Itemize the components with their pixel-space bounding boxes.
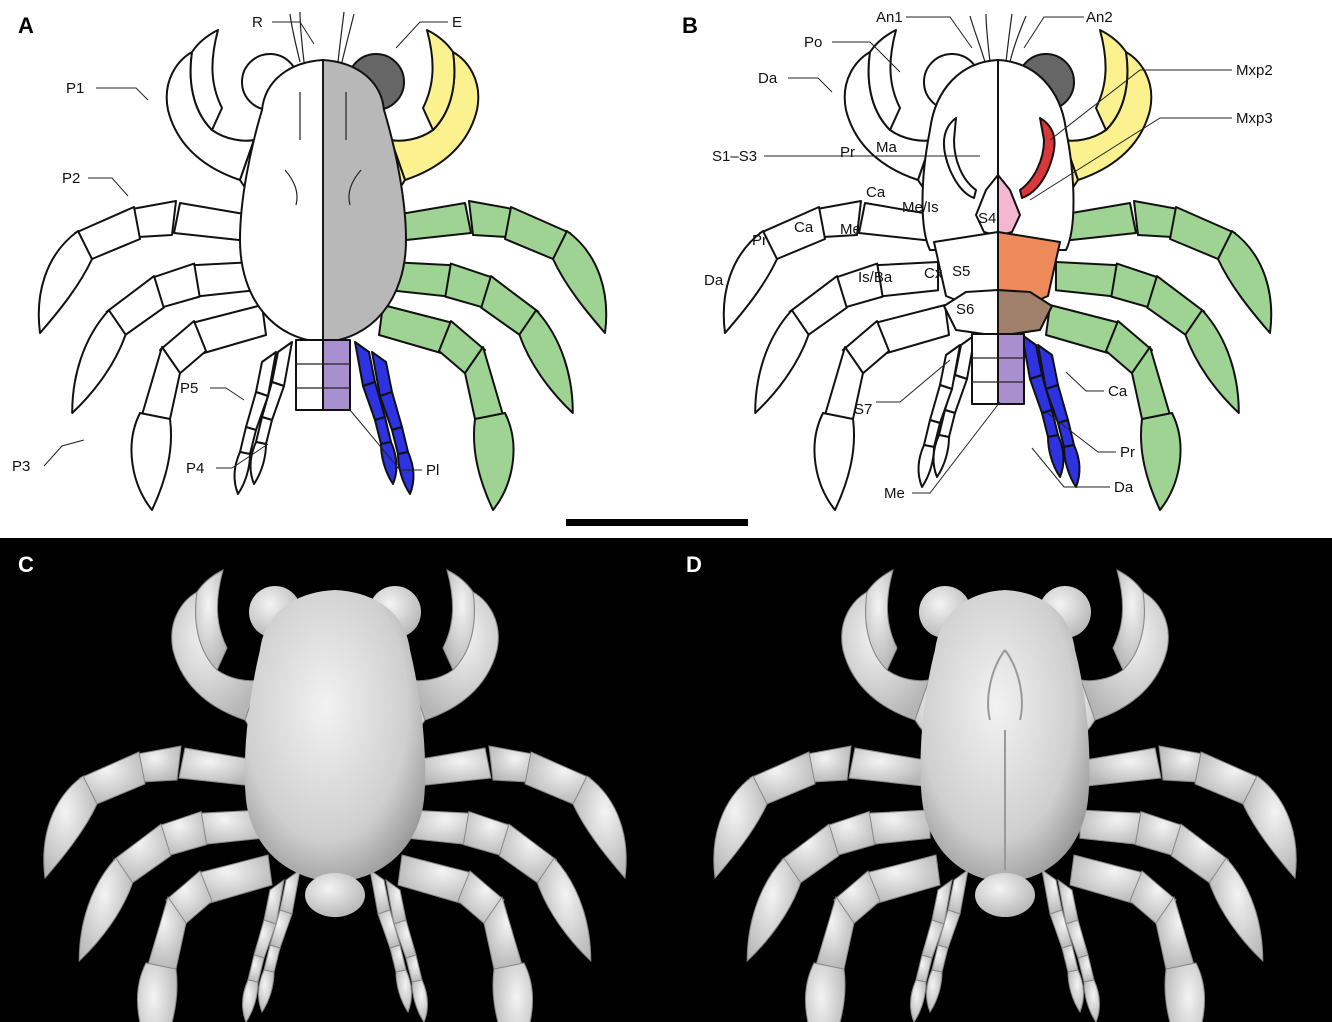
label-p2: P2: [62, 170, 80, 187]
render-pleon-d: [975, 873, 1035, 917]
label-p1: P1: [66, 80, 84, 97]
panel-b: B: [682, 9, 1273, 510]
label-is-ba: Is/Ba: [858, 269, 893, 286]
label-mxp3: Mxp3: [1236, 110, 1273, 127]
label-ma: Ma: [876, 139, 897, 156]
label-an2: An2: [1086, 9, 1113, 26]
pleon: [296, 340, 350, 410]
walking-legs-left: [39, 201, 266, 510]
leg-p5-right: [355, 342, 414, 494]
label-me-bottom: Me: [884, 485, 905, 502]
label-pr-leg: Pr: [752, 232, 767, 249]
label-me-leg: Me: [840, 221, 861, 238]
label-pr-right: Pr: [1120, 444, 1135, 461]
antennae: [290, 12, 354, 62]
label-an1: An1: [876, 9, 903, 26]
panel-letter-d: D: [686, 552, 702, 577]
label-s6: S6: [956, 301, 974, 318]
panel-letter-a: A: [18, 13, 34, 38]
pleon-b: [972, 334, 1024, 404]
label-p5: P5: [180, 380, 198, 397]
label-me-is: Me/Is: [902, 199, 939, 216]
label-pl: Pl: [426, 462, 439, 479]
render-carapace-c: [245, 590, 425, 882]
label-ca-right: Ca: [1108, 383, 1128, 400]
label-p3: P3: [12, 458, 30, 475]
label-da-leg: Da: [704, 272, 724, 289]
label-da-right: Da: [1114, 479, 1134, 496]
label-s5: S5: [952, 263, 970, 280]
label-r: R: [252, 14, 263, 31]
panel-letter-c: C: [18, 552, 34, 577]
label-p4: P4: [186, 460, 204, 477]
antennae-b: [970, 14, 1026, 62]
label-pr-top: Pr: [840, 144, 855, 161]
label-ca-leg: Ca: [794, 219, 814, 236]
label-mxp2: Mxp2: [1236, 62, 1273, 79]
label-s7: S7: [854, 401, 872, 418]
walking-legs-right: [379, 201, 606, 510]
label-po: Po: [804, 34, 822, 51]
label-ca-top: Ca: [866, 184, 886, 201]
leg-p5-left-b: [919, 335, 976, 487]
label-s4: S4: [978, 210, 996, 227]
leg-p5-left: [235, 342, 293, 494]
leg-p5-right-b: [1022, 335, 1080, 487]
label-e: E: [452, 14, 462, 31]
label-da-top: Da: [758, 70, 778, 87]
panel-letter-b: B: [682, 13, 698, 38]
label-cx: Cx: [924, 265, 943, 282]
label-s1-s3: S1–S3: [712, 148, 757, 165]
panel-a: A: [12, 12, 606, 510]
render-pleon-c: [305, 873, 365, 917]
scale-bar: [566, 519, 748, 526]
